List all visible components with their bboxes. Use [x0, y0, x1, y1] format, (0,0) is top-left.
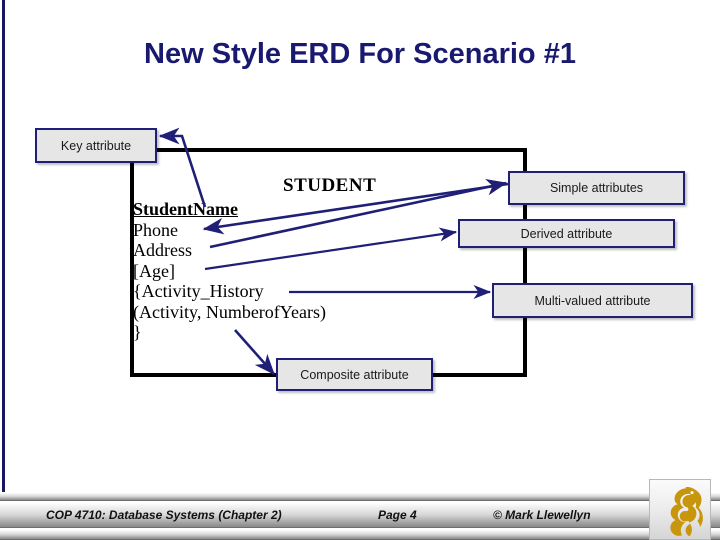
footer-bar-main: [0, 502, 720, 528]
attribute-age: [Age]: [133, 260, 175, 281]
arrow-simple-to-phone: [202, 182, 509, 235]
callout-arrows: [158, 127, 509, 375]
footer-page-number: Page 4: [378, 508, 417, 522]
attribute-activity-history: {Activity_History: [133, 281, 264, 301]
callout-multivalued-attribute[interactable]: Multi-valued attribute: [492, 283, 693, 318]
footer-bar-bottom: [0, 529, 720, 540]
slide-left-accent-rule: [2, 0, 5, 492]
slide-footer: COP 4710: Database Systems (Chapter 2) P…: [0, 490, 720, 540]
arrow-key-attribute: [158, 127, 207, 208]
attribute-studentname: StudentName: [133, 199, 239, 219]
logo-container: [649, 479, 711, 540]
attribute-activity-composite: (Activity, NumberofYears): [133, 301, 326, 322]
footer-bar-top: [0, 492, 720, 501]
footer-copyright: © Mark Llewellyn: [493, 508, 591, 522]
footer-course-label: COP 4710: Database Systems (Chapter 2): [46, 508, 282, 522]
attribute-closing-brace: }: [133, 322, 142, 342]
page-title: New Style ERD For Scenario #1: [144, 38, 576, 70]
attribute-address: Address: [133, 240, 192, 260]
attribute-phone: Phone: [133, 219, 178, 240]
callout-simple-attributes[interactable]: Simple attributes: [508, 171, 685, 205]
callout-derived-attribute[interactable]: Derived attribute: [458, 219, 675, 248]
callout-key-attribute[interactable]: Key attribute: [35, 128, 157, 163]
erd-diagram: STUDENT StudentName Phone Address [Age] …: [35, 127, 693, 391]
arrow-activity-to-composite: [234, 329, 275, 375]
entity-title: STUDENT: [283, 175, 377, 196]
ucf-pegasus-logo-icon: [670, 487, 703, 537]
arrow-address-to-simple: [209, 178, 508, 249]
callout-composite-attribute[interactable]: Composite attribute: [276, 358, 433, 391]
attribute-list: StudentName Phone Address [Age] {Activit…: [133, 199, 326, 343]
arrow-age-to-derived: [204, 227, 458, 271]
